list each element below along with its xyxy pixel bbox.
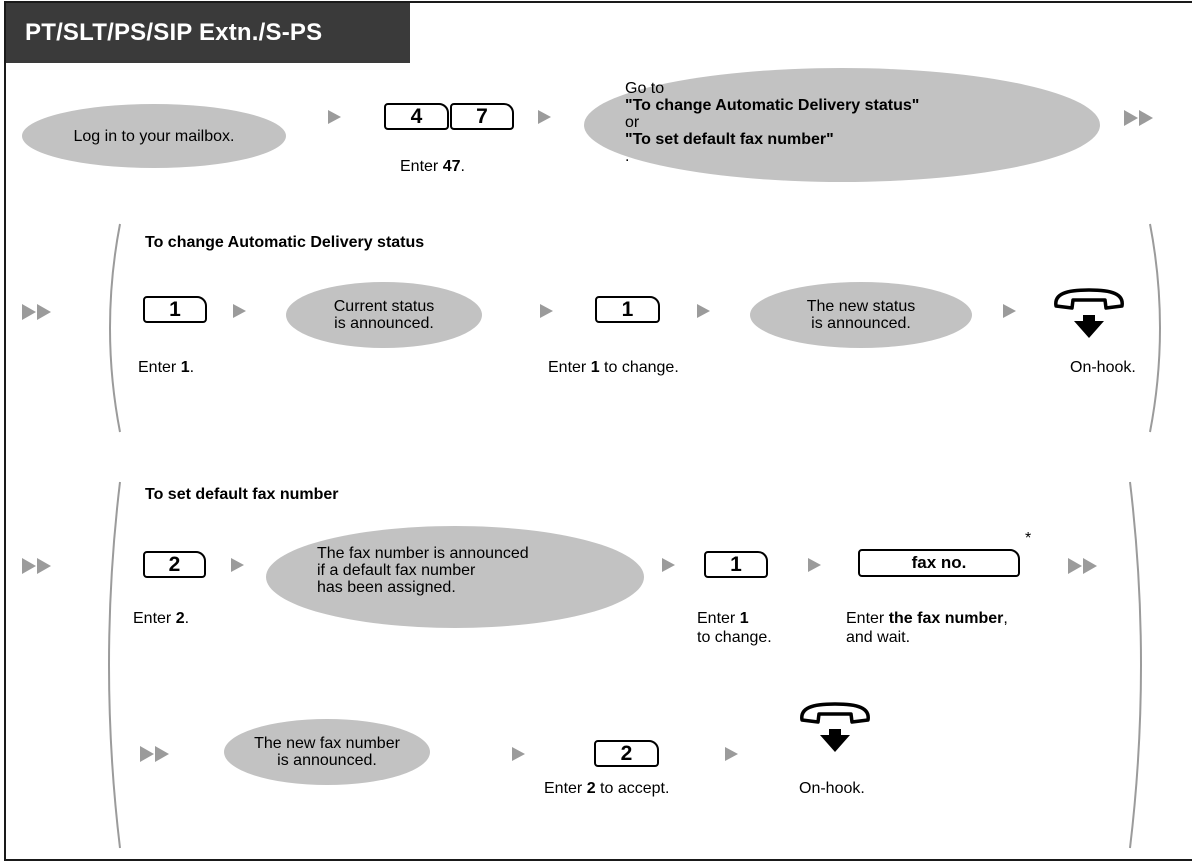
play-arrow-icon — [538, 110, 551, 124]
goto-line-1: Go to "To change Automatic Delivery stat… — [625, 79, 920, 114]
section-a-heading: To change Automatic Delivery status — [145, 234, 425, 251]
dial-key-1: 1 — [595, 296, 660, 323]
section-a-right-bracket — [1149, 223, 1161, 433]
play-arrow-icon — [808, 558, 821, 572]
play-arrow-icon — [725, 747, 738, 761]
double-arrow-icon — [140, 746, 170, 762]
login-step-text: Log in to your mailbox. — [73, 127, 235, 145]
dial-key-1: 1 — [143, 296, 207, 323]
play-arrow-icon — [540, 304, 553, 318]
on-hook-caption: On-hook. — [799, 780, 865, 797]
dial-key-4: 4 — [384, 103, 449, 130]
dial-key-1: 1 — [704, 551, 768, 578]
play-arrow-icon — [512, 747, 525, 761]
double-arrow-icon — [1124, 110, 1154, 126]
fax-number-key: fax no. — [858, 549, 1020, 577]
goto-step-oval: Go to "To change Automatic Delivery stat… — [584, 68, 1100, 182]
play-arrow-icon — [233, 304, 246, 318]
double-arrow-icon — [22, 558, 52, 574]
goto-line-2: or "To set default fax number". — [625, 113, 834, 165]
section-a-left-bracket — [109, 223, 121, 433]
enter-47-caption: Enter 47. — [400, 158, 465, 175]
enter-1-to-change-caption: Enter 1 to change. — [697, 610, 772, 646]
page-title: PT/SLT/PS/SIP Extn./S-PS — [6, 3, 410, 63]
play-arrow-icon — [1003, 304, 1016, 318]
enter-2-accept-caption: Enter 2 to accept. — [544, 780, 670, 797]
play-arrow-icon — [662, 558, 675, 572]
section-b-left-bracket — [108, 481, 121, 849]
play-arrow-icon — [231, 558, 244, 572]
play-arrow-icon — [697, 304, 710, 318]
section-b-right-bracket — [1129, 481, 1142, 849]
on-hook-caption: On-hook. — [1070, 359, 1136, 376]
enter-1-change-caption: Enter 1 to change. — [548, 359, 679, 376]
asterisk-note: * — [1025, 530, 1032, 547]
login-step-oval: Log in to your mailbox. — [22, 104, 286, 168]
play-arrow-icon — [328, 110, 341, 124]
on-hook-phone-icon — [1054, 288, 1124, 338]
dial-key-7: 7 — [450, 103, 514, 130]
enter-2-caption: Enter 2. — [133, 610, 190, 627]
double-arrow-icon — [22, 304, 52, 320]
double-arrow-icon — [1068, 558, 1098, 574]
on-hook-phone-icon — [800, 702, 870, 752]
dial-key-2: 2 — [594, 740, 659, 767]
dial-key-2: 2 — [143, 551, 206, 578]
enter-1-caption: Enter 1. — [138, 359, 195, 376]
section-b-heading: To set default fax number — [145, 486, 339, 503]
enter-fax-number-caption: Enter the fax number, and wait. — [846, 610, 1008, 646]
